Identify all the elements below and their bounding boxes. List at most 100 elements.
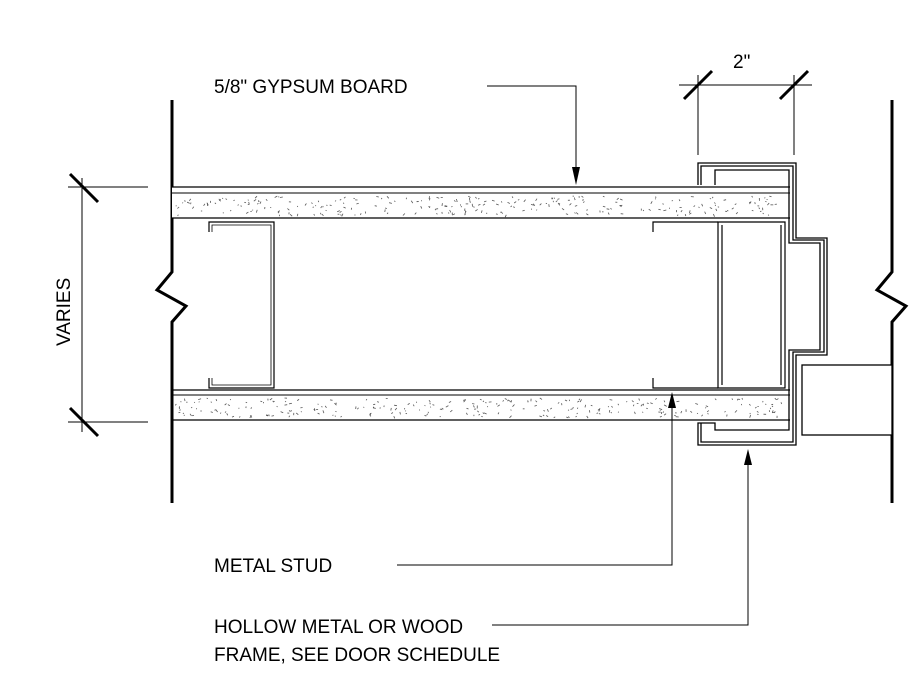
gypsum-speckle — [339, 199, 342, 201]
gypsum-speckle — [428, 206, 431, 209]
gypsum-speckle — [678, 199, 681, 202]
gypsum-speckle — [258, 200, 260, 203]
gypsum-speckle — [429, 402, 431, 405]
gypsum-speckle — [265, 198, 268, 201]
gypsum-speckle — [389, 202, 392, 204]
gypsum-speckle — [320, 206, 323, 209]
gypsum-speckle — [224, 411, 227, 413]
gypsum-speckle — [248, 201, 250, 205]
gypsum-speckle — [462, 399, 467, 401]
gypsum-speckle — [695, 403, 699, 405]
gypsum-speckle — [271, 415, 275, 417]
gypsum-board-label: 5/8" GYPSUM BOARD — [214, 77, 408, 98]
gypsum-speckle — [478, 414, 481, 416]
gypsum-speckle — [508, 399, 511, 402]
gypsum-speckle — [539, 203, 542, 206]
gypsum-speckle — [399, 411, 401, 415]
door-leaf — [801, 364, 893, 436]
gypsum-speckle — [332, 414, 334, 416]
gypsum-speckle — [187, 202, 190, 204]
gypsum-speckle — [680, 209, 683, 213]
gypsum-speckle — [650, 402, 653, 405]
gypsum-speckle — [463, 209, 467, 213]
gypsum-speckle — [586, 415, 589, 419]
gypsum-speckle — [210, 411, 213, 413]
gypsum-speckle — [564, 399, 568, 402]
gypsum-speckle — [547, 408, 549, 412]
gypsum-speckle — [650, 201, 653, 204]
frame-label-line2: FRAME, SEE DOOR SCHEDULE — [214, 645, 500, 666]
gypsum-speckle — [535, 198, 538, 202]
gypsum-speckle — [357, 407, 359, 410]
gypsum-speckle — [748, 403, 751, 406]
gypsum-speckle — [229, 209, 232, 212]
gypsum-speckle — [585, 213, 589, 216]
gypsum-speckle — [245, 211, 249, 214]
gypsum-speckle — [504, 398, 507, 400]
gypsum-speckle — [466, 412, 468, 415]
gypsum-speckle — [410, 200, 414, 204]
gypsum-speckle — [432, 404, 435, 406]
gypsum-speckle — [182, 202, 184, 204]
gypsum-speckle — [374, 205, 377, 207]
gypsum-speckle — [414, 212, 417, 215]
dimension-top — [679, 69, 812, 155]
gypsum-speckle — [198, 401, 200, 403]
gypsum-speckle — [578, 398, 581, 401]
gypsum-speckle — [441, 407, 444, 410]
gypsum-speckle — [290, 410, 292, 412]
gypsum-speckle — [288, 415, 291, 418]
gypsum-speckle — [334, 415, 337, 417]
gypsum-speckle — [256, 209, 258, 213]
gypsum-speckle — [337, 210, 340, 213]
gypsum-speckle — [220, 412, 222, 414]
gypsum-speckle — [771, 405, 774, 408]
gypsum-speckle — [412, 404, 415, 407]
gypsum-speckle — [596, 412, 599, 414]
gypsum-speckle — [582, 201, 585, 203]
gypsum-speckle — [662, 411, 664, 413]
gypsum-speckle — [767, 214, 770, 216]
gypsum-speckle — [214, 409, 217, 411]
gypsum-speckle — [460, 205, 463, 208]
gypsum-speckle — [390, 407, 392, 411]
gypsum-speckle — [773, 411, 776, 414]
gypsum-speckle — [704, 211, 706, 215]
gypsum-speckle — [439, 408, 443, 411]
gypsum-speckle — [329, 204, 332, 206]
gypsum-texture-top — [175, 195, 777, 218]
gypsum-speckle — [284, 400, 287, 403]
gypsum-speckle — [522, 209, 525, 212]
gypsum-speckle — [574, 212, 576, 214]
gypsum-speckle — [751, 195, 753, 198]
gypsum-speckle — [756, 410, 759, 413]
gypsum-speckle — [279, 196, 283, 198]
gypsum-speckle — [256, 202, 259, 205]
gypsum-speckle — [473, 405, 475, 408]
gypsum-speckle — [680, 410, 683, 414]
gypsum-speckle — [684, 213, 687, 217]
gypsum-speckle — [619, 198, 623, 201]
gypsum-texture-bottom — [174, 397, 782, 419]
gypsum-speckle — [386, 212, 389, 215]
gypsum-speckle — [726, 209, 729, 212]
gypsum-speckle — [426, 413, 429, 416]
gypsum-speckle — [572, 407, 574, 409]
metal-stud-label: METAL STUD — [214, 556, 332, 577]
gypsum-speckle — [776, 398, 779, 401]
gypsum-speckle — [557, 202, 561, 206]
gypsum-speckle — [502, 400, 505, 402]
gypsum-speckle — [616, 197, 619, 201]
gypsum-speckle — [731, 398, 733, 400]
gypsum-speckle — [511, 196, 514, 199]
gypsum-speckle — [311, 202, 313, 204]
gypsum-speckle — [765, 201, 767, 203]
gypsum-speckle — [473, 206, 475, 208]
gypsum-speckle — [610, 207, 612, 210]
gypsum-speckle — [296, 399, 300, 401]
gypsum-speckle — [384, 207, 388, 209]
gypsum-speckle — [607, 406, 610, 408]
gypsum-speckle — [372, 407, 376, 409]
gypsum-speckle — [215, 398, 218, 402]
gypsum-speckle — [238, 416, 241, 418]
